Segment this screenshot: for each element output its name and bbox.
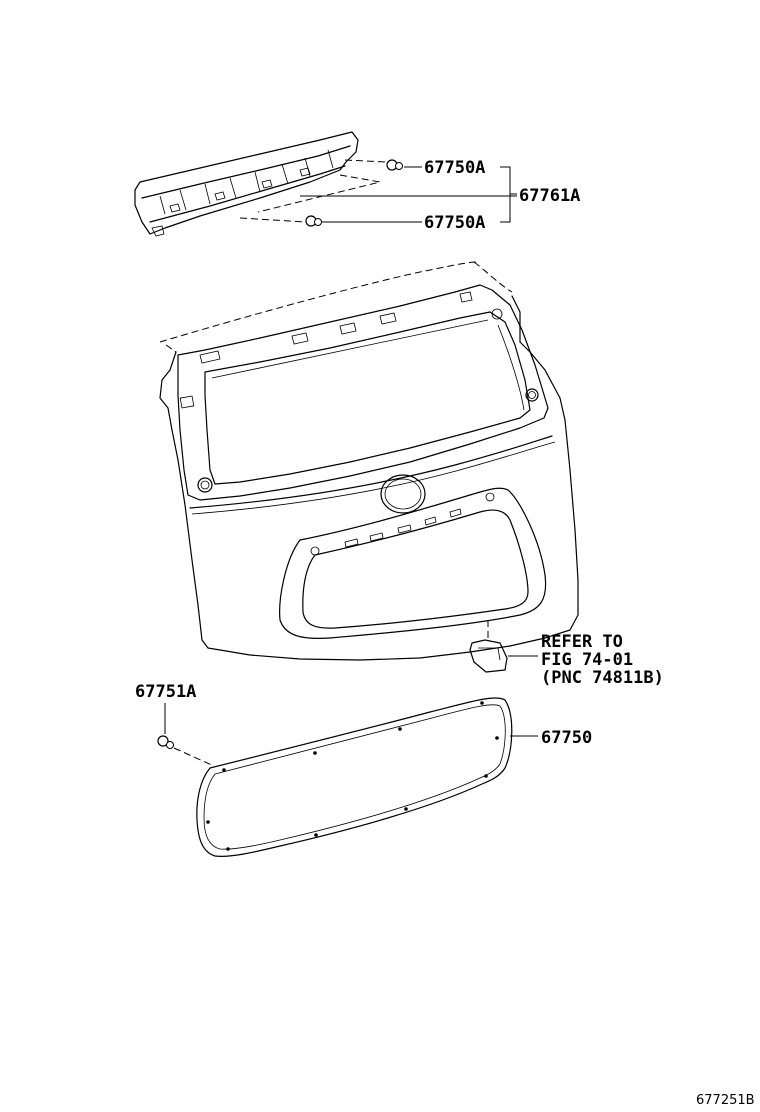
trim-board-part: [196, 697, 513, 857]
back-door-panel: [159, 261, 579, 661]
diagram-id: 677251B: [696, 1093, 755, 1108]
reference-line-1: REFER TO: [541, 632, 623, 652]
reference-line-2: FIG 74-01: [541, 650, 633, 670]
part-label-67750a-upper: 67750A: [424, 158, 485, 178]
clip-lower-part: [305, 215, 322, 227]
spoiler-part: [134, 131, 359, 237]
clip-upper-part: [386, 159, 403, 171]
reference-line-3: (PNC 74811B): [541, 668, 664, 688]
clip-side-part: [157, 735, 174, 749]
part-label-67751a: 67751A: [135, 682, 196, 702]
handle-part: [469, 620, 508, 673]
part-label-67750a-lower: 67750A: [424, 213, 485, 233]
part-label-67761a: 67761A: [519, 186, 580, 206]
part-label-67750: 67750: [541, 728, 592, 748]
